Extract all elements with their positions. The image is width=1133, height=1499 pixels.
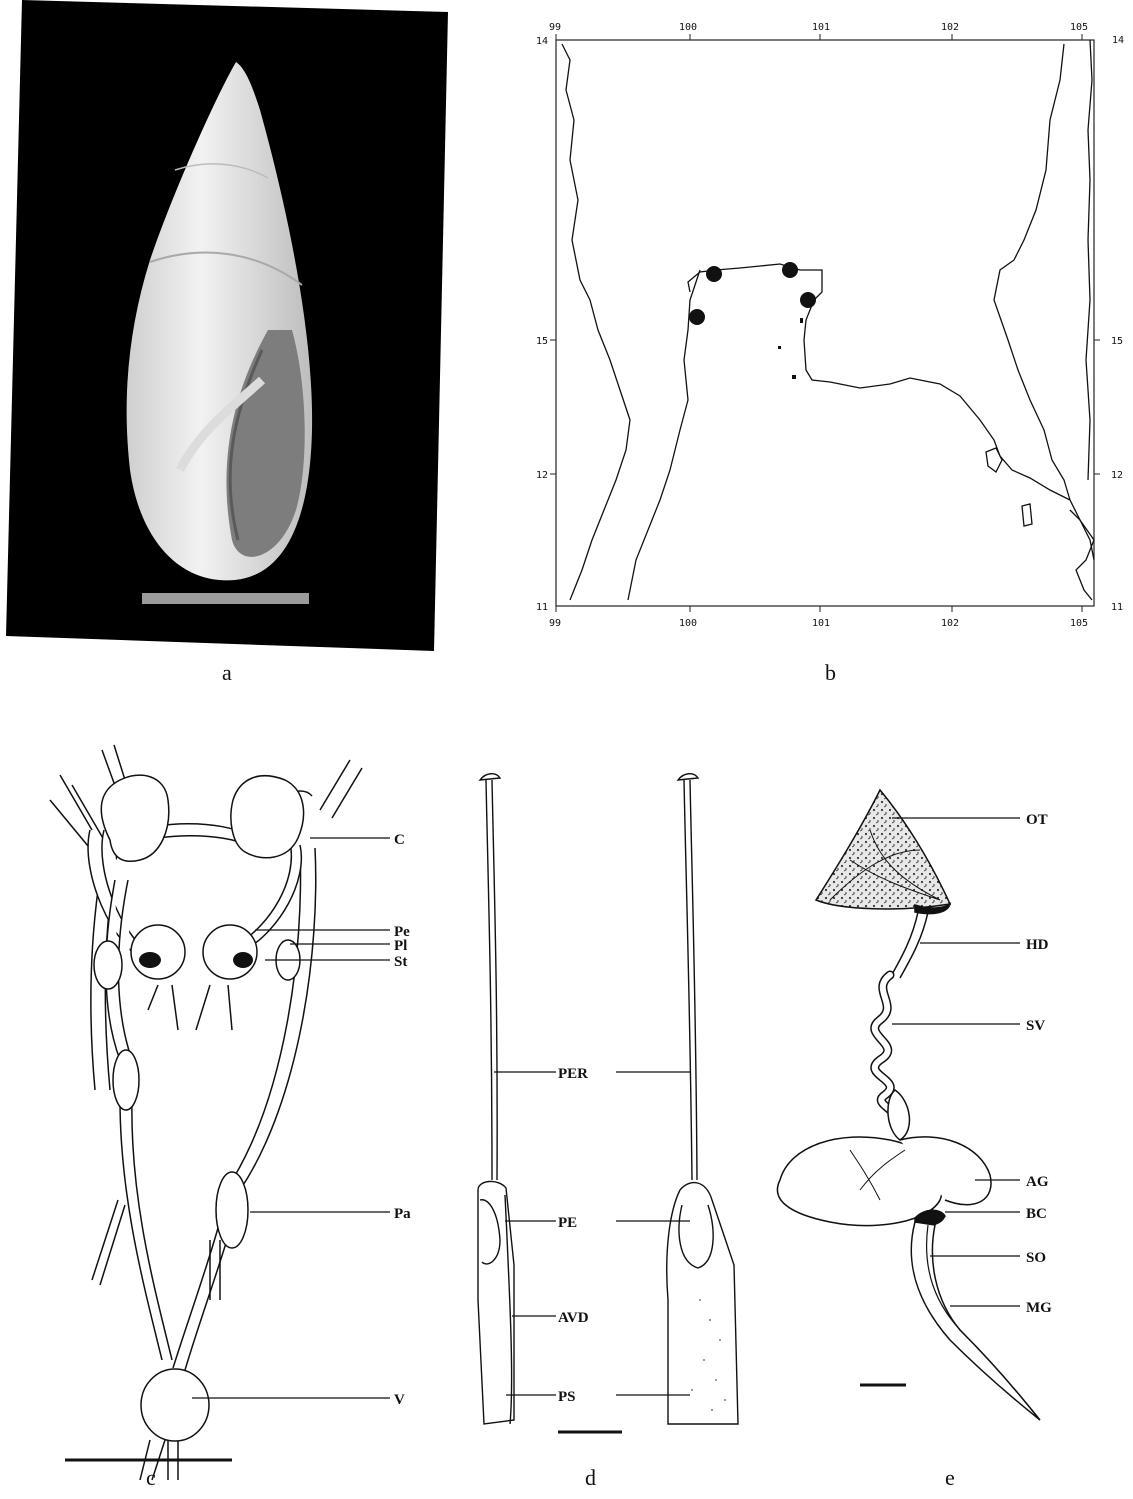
- lon-tick-top: 100: [679, 22, 697, 33]
- label-c-Pl: Pl: [394, 938, 407, 954]
- panel-label-c: c: [146, 1465, 156, 1491]
- panel-label-a: a: [222, 660, 232, 686]
- label-e-HD: HD: [1026, 937, 1049, 953]
- label-c-Pa: Pa: [394, 1206, 411, 1222]
- lon-tick-bottom: 99: [549, 618, 561, 629]
- label-d-PE: PE: [558, 1215, 577, 1231]
- label-e-SV: SV: [1026, 1018, 1045, 1034]
- panel-label-d: d: [585, 1465, 596, 1491]
- label-e-AG: AG: [1026, 1174, 1049, 1190]
- label-c-Pe: Pe: [394, 924, 410, 940]
- lon-tick-top: 105: [1070, 22, 1088, 33]
- lat-tick-left: 11: [536, 602, 548, 613]
- label-c-V: V: [394, 1392, 405, 1408]
- label-e-MG: MG: [1026, 1300, 1052, 1316]
- label-d-PER: PER: [558, 1066, 588, 1082]
- lat-tick-left: 15: [536, 336, 548, 347]
- panel-label-b: b: [825, 660, 836, 686]
- label-c-C: C: [394, 832, 405, 848]
- lat-tick-right: 12: [1111, 470, 1123, 481]
- label-e-BC: BC: [1026, 1206, 1047, 1222]
- lat-tick-right: 15: [1111, 336, 1123, 347]
- lon-tick-bottom: 105: [1070, 618, 1088, 629]
- lon-tick-top: 101: [812, 22, 830, 33]
- lon-tick-top: 102: [941, 22, 959, 33]
- label-e-SO: SO: [1026, 1250, 1046, 1266]
- panel-label-e: e: [945, 1465, 955, 1491]
- lon-tick-bottom: 100: [679, 618, 697, 629]
- label-d-AVD: AVD: [558, 1310, 589, 1326]
- lon-tick-top: 99: [549, 22, 561, 33]
- lon-tick-bottom: 102: [941, 618, 959, 629]
- lat-tick-left: 12: [536, 470, 548, 481]
- lon-tick-top: 14: [1112, 35, 1124, 46]
- lat-tick-left: 14: [536, 36, 548, 47]
- lat-tick-right: 11: [1111, 602, 1123, 613]
- label-c-St: St: [394, 954, 407, 970]
- label-e-OT: OT: [1026, 812, 1048, 828]
- lon-tick-bottom: 101: [812, 618, 830, 629]
- label-d-PS: PS: [558, 1389, 576, 1405]
